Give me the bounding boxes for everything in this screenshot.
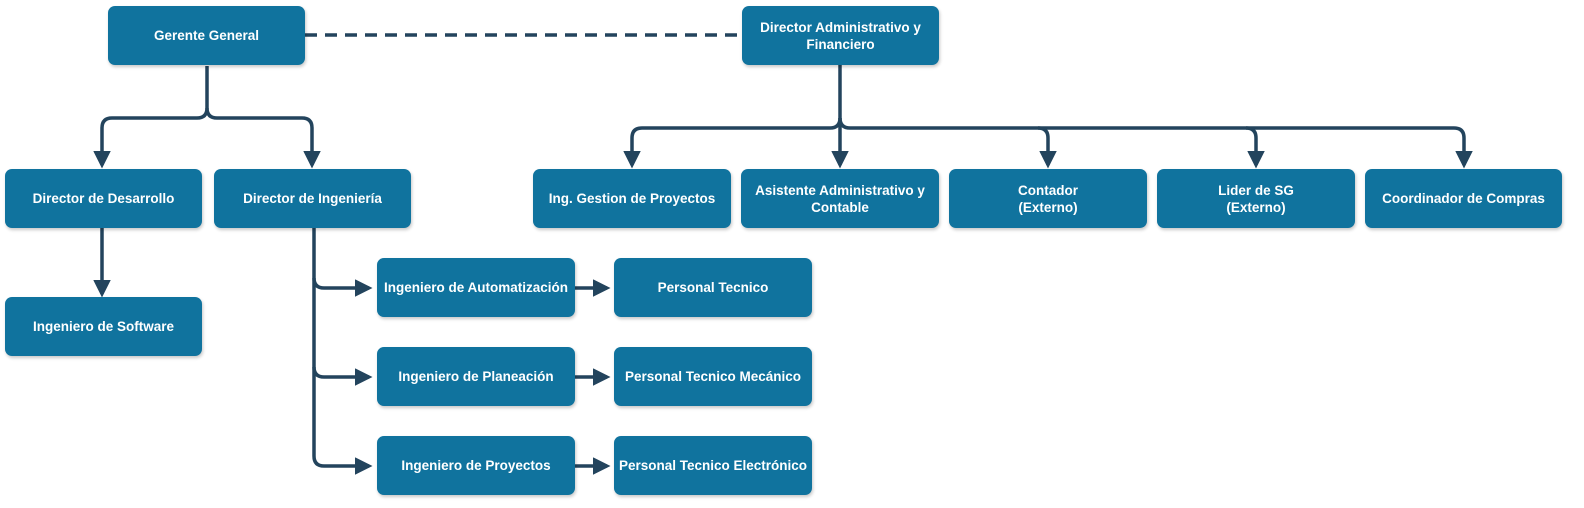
node-ingeniero-software-label: Ingeniero de Software — [32, 319, 175, 334]
connector-ingenieria-to-proyectos — [312, 367, 373, 475]
connector-admin-to-lider — [1038, 126, 1265, 169]
node-director-ingenieria: Director de Ingeniería — [214, 169, 411, 228]
node-personal-tecnico-label: Personal Tecnico — [657, 280, 769, 295]
node-asistente-administrativo-contable-label: Asistente Administrativo y Contable — [755, 182, 925, 215]
node-ingeniero-automatizacion-label: Ingeniero de Automatización — [383, 280, 569, 295]
node-lider-sg: Lider de SG (Externo) — [1157, 169, 1355, 228]
connector-ingenieria-to-automatizacion — [312, 228, 373, 297]
node-contador: Contador (Externo) — [949, 169, 1147, 228]
node-gerente-general-label: Gerente General — [153, 28, 260, 43]
node-ingeniero-planeacion: Ingeniero de Planeación — [377, 347, 575, 406]
node-personal-tecnico-mecanico: Personal Tecnico Mecánico — [614, 347, 812, 406]
connector-gerente-to-desarrollo — [93, 66, 209, 169]
node-ingeniero-automatizacion: Ingeniero de Automatización — [377, 258, 575, 317]
node-asistente-administrativo-contable: Asistente Administrativo y Contable — [741, 169, 939, 228]
node-ingeniero-proyectos: Ingeniero de Proyectos — [377, 436, 575, 495]
connector-ingenieria-to-planeacion — [312, 278, 373, 386]
node-personal-tecnico-electronico: Personal Tecnico Electrónico — [614, 436, 812, 495]
node-ing-gestion-proyectos-label: Ing. Gestion de Proyectos — [548, 191, 716, 206]
node-coordinador-compras-label: Coordinador de Compras — [1382, 191, 1545, 206]
connector-admin-to-compras — [1246, 126, 1473, 169]
node-director-administrativo-financiero-label: Director Administrativo y Financiero — [760, 19, 921, 52]
connector-admin-to-contador — [838, 117, 1057, 169]
node-ingeniero-planeacion-label: Ingeniero de Planeación — [398, 369, 554, 384]
node-ing-gestion-proyectos: Ing. Gestion de Proyectos — [533, 169, 731, 228]
node-personal-tecnico: Personal Tecnico — [614, 258, 812, 317]
node-gerente-general: Gerente General — [108, 6, 305, 65]
node-ingeniero-proyectos-label: Ingeniero de Proyectos — [401, 458, 551, 473]
node-director-ingenieria-label: Director de Ingeniería — [243, 191, 382, 206]
node-director-desarrollo: Director de Desarrollo — [5, 169, 202, 228]
node-director-desarrollo-label: Director de Desarrollo — [32, 191, 175, 206]
node-coordinador-compras: Coordinador de Compras — [1365, 169, 1562, 228]
node-personal-tecnico-mecanico-label: Personal Tecnico Mecánico — [624, 369, 802, 384]
node-contador-label: Contador (Externo) — [1018, 182, 1078, 215]
connector-admin-to-gestion — [623, 117, 842, 169]
node-ingeniero-software: Ingeniero de Software — [5, 297, 202, 356]
node-personal-tecnico-electronico-label: Personal Tecnico Electrónico — [618, 458, 808, 473]
node-director-administrativo-financiero: Director Administrativo y Financiero — [742, 6, 939, 65]
node-lider-sg-label: Lider de SG (Externo) — [1218, 182, 1294, 215]
connector-gerente-to-ingenieria — [205, 107, 321, 169]
